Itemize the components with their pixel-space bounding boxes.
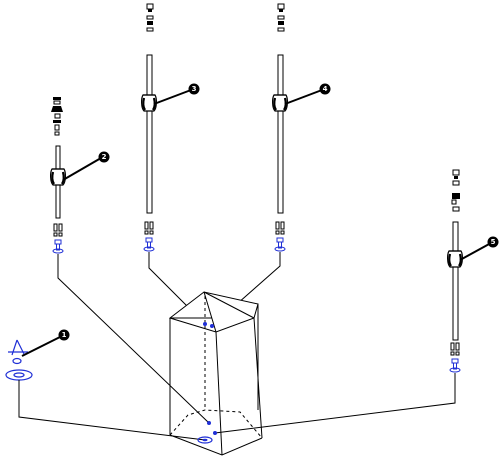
rod-assembly-4 bbox=[271, 3, 289, 252]
rod-assembly-5 bbox=[446, 169, 464, 373]
blue-connector bbox=[52, 239, 64, 254]
bottom-fitting bbox=[144, 221, 154, 235]
callout-1-balloon bbox=[58, 329, 70, 341]
connection-lines bbox=[18, 252, 456, 441]
callout-4-number: 4 bbox=[323, 85, 328, 93]
callout-4: 4 bbox=[284, 83, 331, 105]
callout-4-balloon bbox=[319, 83, 331, 95]
callout-3-number: 3 bbox=[192, 85, 197, 93]
callout-5: 5 bbox=[459, 236, 499, 261]
top-fitting bbox=[51, 97, 63, 136]
rod bbox=[146, 54, 153, 214]
callout-5-balloon bbox=[487, 236, 499, 248]
rod-assembly-2 bbox=[49, 97, 67, 254]
callout-3: 3 bbox=[153, 83, 200, 105]
bottom-fitting bbox=[450, 342, 460, 356]
blue-connector bbox=[449, 358, 461, 373]
callout-3-balloon bbox=[188, 83, 200, 95]
clamp bbox=[49, 167, 67, 187]
callout-1: 1 bbox=[21, 329, 70, 357]
callout-2-balloon bbox=[98, 151, 110, 163]
callout-1-number: 1 bbox=[62, 331, 67, 339]
top-fitting bbox=[146, 3, 154, 32]
blue-connector bbox=[274, 237, 286, 252]
callout-5-number: 5 bbox=[491, 238, 496, 246]
rod bbox=[277, 54, 284, 214]
callout-2-number: 2 bbox=[102, 153, 107, 161]
stirrer-part-1 bbox=[5, 339, 33, 381]
bottom-fitting bbox=[53, 223, 63, 237]
rod bbox=[452, 221, 459, 341]
rod-assembly-3 bbox=[140, 3, 158, 252]
prism-vessel bbox=[168, 291, 263, 456]
callout-2: 2 bbox=[62, 151, 110, 181]
top-fitting bbox=[277, 3, 285, 32]
blue-connector bbox=[143, 237, 155, 252]
bottom-fitting bbox=[275, 221, 285, 235]
top-fitting bbox=[451, 169, 460, 212]
